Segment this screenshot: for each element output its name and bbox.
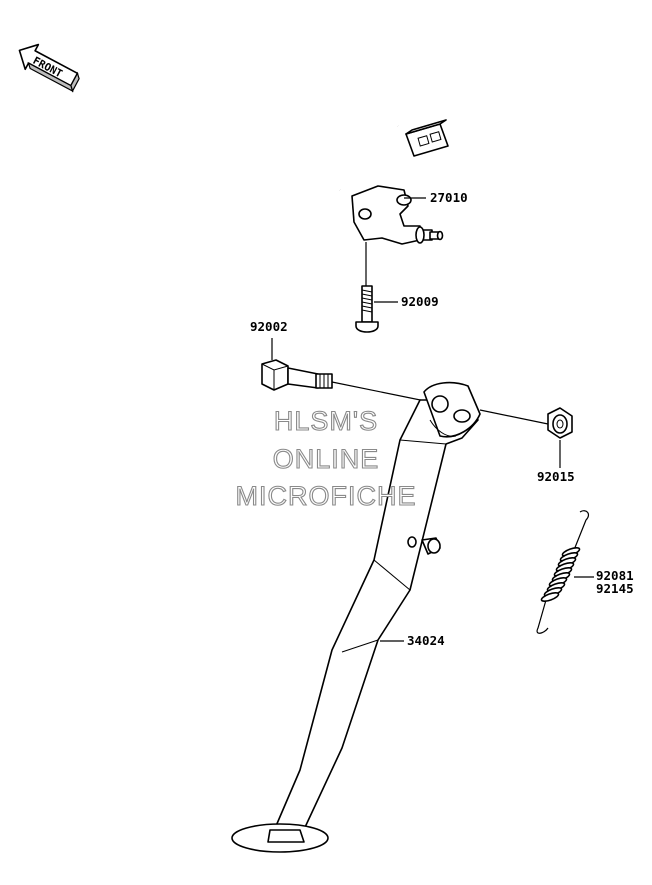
watermark-line-2: ONLINE — [273, 444, 380, 474]
leader-nut-axis — [479, 409, 549, 425]
part-label-92081: 92081 — [596, 568, 634, 583]
part-label-92009: 92009 — [401, 294, 439, 309]
part-label-92145: 92145 — [596, 581, 634, 596]
side-stand-switch[interactable] — [308, 90, 449, 245]
part-label-92002: 92002 — [250, 319, 288, 334]
pivot-bolt-92002[interactable] — [261, 359, 333, 391]
part-label-92015: 92015 — [537, 469, 575, 484]
part-label-27010: 27010 — [430, 190, 468, 205]
watermark-line-1: HLSM'S — [274, 406, 378, 436]
front-arrow-icon: FRONT — [18, 43, 80, 93]
part-label-34024: 34024 — [407, 633, 445, 648]
return-spring[interactable] — [536, 510, 590, 634]
side-stand-34024[interactable] — [231, 381, 481, 853]
spring-coils — [540, 547, 581, 602]
bolt-92009[interactable] — [355, 285, 379, 333]
watermark-line-3: MICROFICHE — [236, 481, 417, 511]
nut-92015[interactable] — [547, 407, 573, 439]
watermark: HLSM'S ONLINE MICROFICHE — [235, 405, 417, 511]
